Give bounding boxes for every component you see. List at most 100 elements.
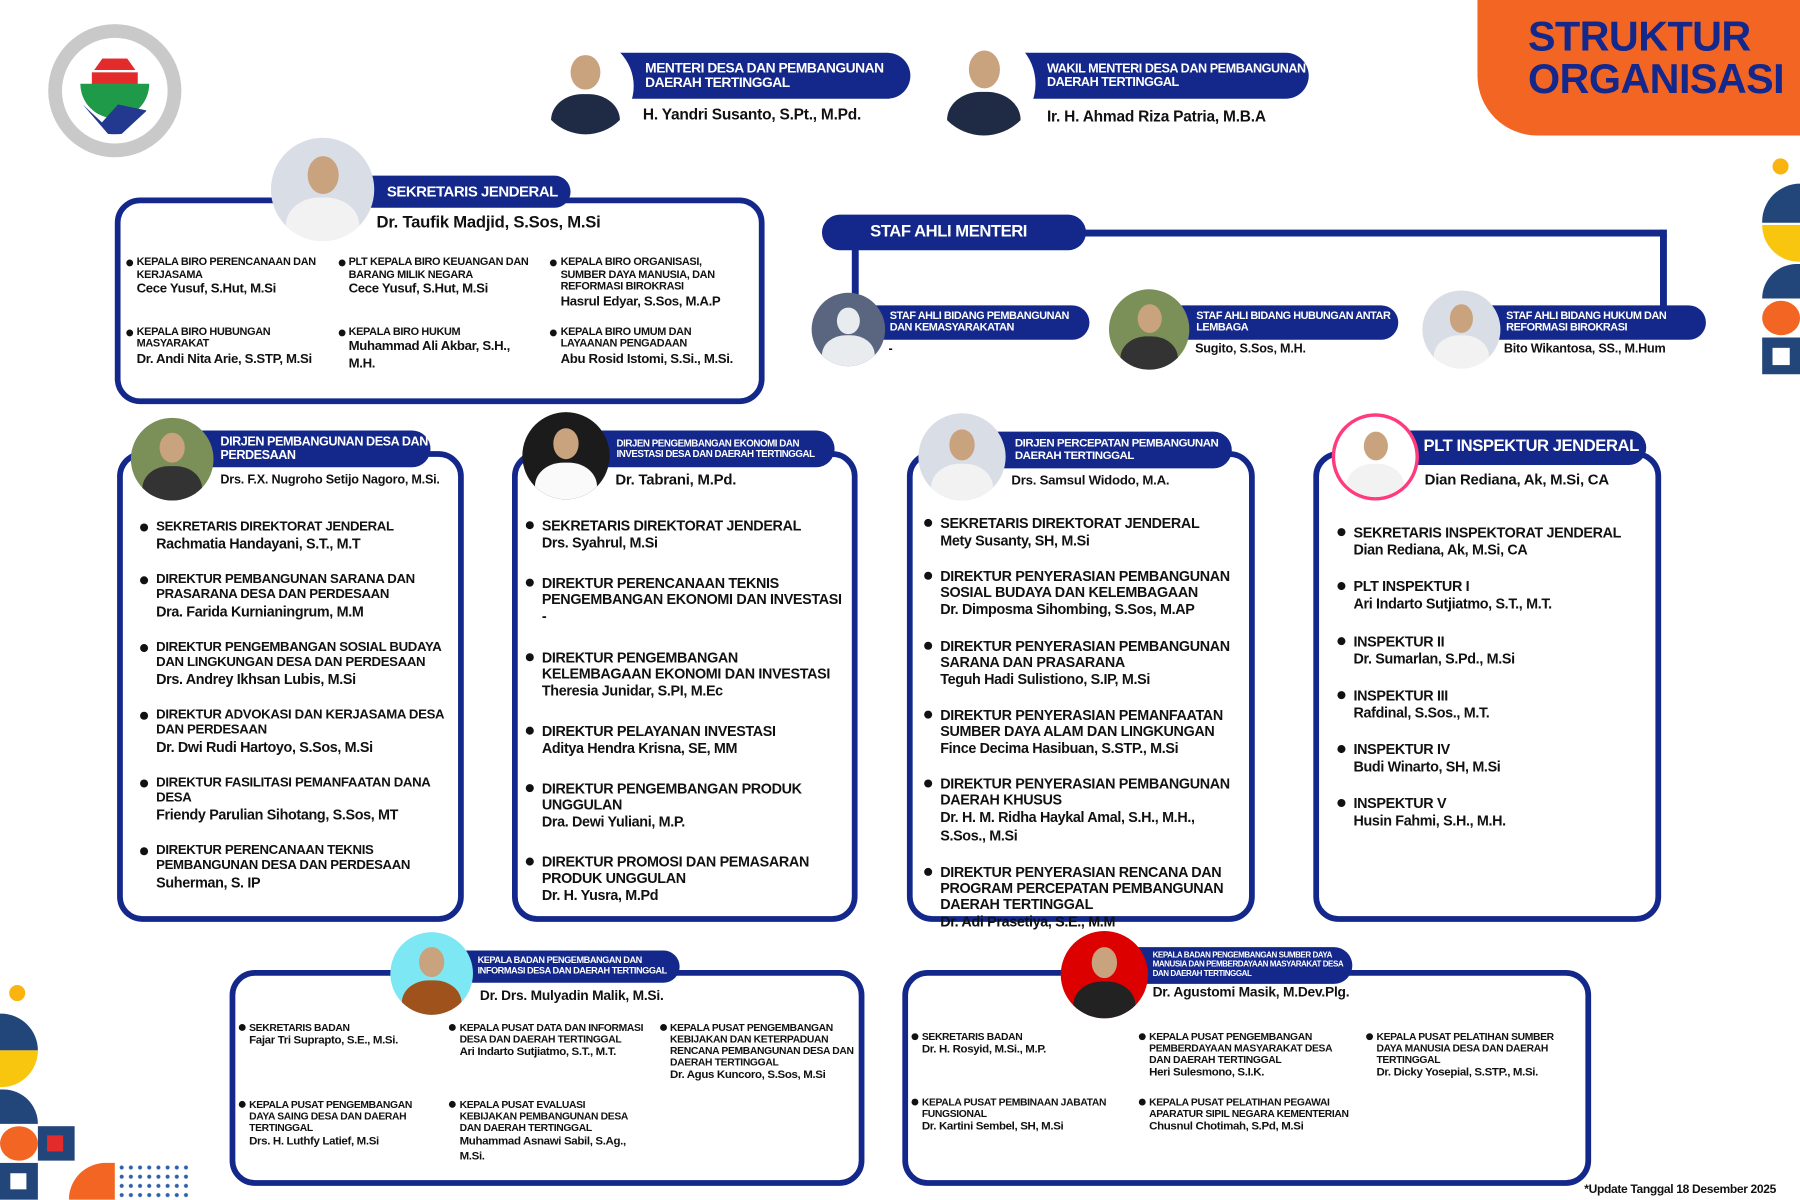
unit-title: Kepala Pusat Pembinaan Jabatan Fungsiona…	[921, 1096, 1107, 1120]
list-item: Sekretaris Direktorat JenderalMety Susan…	[922, 515, 1243, 550]
menteri-role-label: MENTERI DESA DAN PEMBANGUNAN DAERAH TERT…	[608, 52, 911, 99]
dirjen-ppdt-name: Drs. Samsul Widodo, M.A.	[1011, 474, 1170, 488]
staf-ahli-3-label: STAF AHLI BIDANG HUKUM DAN REFORMASI BIR…	[1480, 305, 1706, 340]
official-name: Husin Fahmi, S.H., M.H.	[1353, 813, 1506, 830]
unit-title: Direktur Penyerasian Rencana dan Program…	[940, 863, 1224, 913]
unit-title: Direktur Perencanaan Teknis Pembangunan …	[156, 843, 411, 873]
bullet-icon	[449, 1101, 457, 1109]
dirjen-ppdt-photo	[918, 413, 1006, 501]
official-name: Friendy Parulian Sihotang, S.Sos, MT	[156, 806, 399, 823]
unit-title: Sekretaris Badan	[249, 1021, 350, 1034]
bullet-icon	[140, 847, 149, 856]
badan-sdm-photo	[1060, 931, 1148, 1019]
badan-sdm-box	[902, 970, 1592, 1186]
list-item: Sekretaris Direktorat JenderalRachmatia …	[138, 520, 448, 553]
unit-title: Direktur Penyerasian Pembangunan Daerah …	[940, 776, 1230, 809]
official-name: Budi Winarto, SH, M.Si	[1353, 758, 1501, 775]
list-item: Direktur Pengembangan Kelembagaan Ekonom…	[523, 649, 844, 700]
unit-title: Direktur Pengembangan Produk Unggulan	[541, 780, 802, 813]
list-item: Sekretaris Direktorat JenderalDrs. Syahr…	[523, 518, 844, 553]
dirjen-ppdt-label: DIRJEN PERCEPATAN PEMBANGUNAN DAERAH TER…	[994, 431, 1232, 469]
bullet-icon	[924, 571, 933, 581]
bullet-icon	[924, 710, 933, 719]
official-name: Dr. H. Rosyid, M.Si., M.P.	[921, 1043, 1047, 1057]
irjen-units: Sekretaris Inspektorat JenderalDian Redi…	[1335, 525, 1645, 831]
official-name: Rafdinal, S.Sos., M.T.	[1353, 704, 1490, 721]
sekjen-name: Dr. Taufik Madjid, S.Sos, M.Si	[376, 213, 601, 232]
unit-title: Direktur Promosi dan Pemasaran Produk Un…	[541, 854, 809, 887]
list-item: Kepala Pusat Pelatihan Sumber Daya Manus…	[1366, 1031, 1577, 1081]
official-name: Teguh Hadi Sulistiono, S.IP, M.Si	[940, 671, 1150, 688]
unit-title: Inspektur III	[1353, 687, 1448, 704]
ministry-logo	[48, 24, 182, 158]
list-item: Direktur Pelayanan InvestasiAditya Hendr…	[523, 723, 844, 758]
bullet-icon	[238, 1101, 246, 1109]
bullet-icon	[924, 641, 933, 650]
unit-title: Kepala Pusat Evaluasi Kebijakan Pembangu…	[459, 1098, 628, 1134]
unit-title: PLT Inspektur I	[1353, 578, 1470, 595]
bullet-icon	[525, 578, 534, 587]
staf-ahli-3-photo	[1422, 290, 1501, 369]
bullet-icon	[525, 784, 534, 793]
badan-sdm-name: Dr. Agustomi Masik, M.Dev.Plg.	[1152, 983, 1350, 1000]
dirjen-pdp-role: DIRJEN PEMBANGUNAN DESA DAN PERDESAAN	[220, 434, 428, 463]
dirjen-pei-units: Sekretaris Direktorat JenderalDrs. Syahr…	[523, 518, 844, 905]
official-name: Dr. Dwi Rudi Hartoyo, S.Sos, M.Si	[156, 739, 373, 756]
update-footnote: *Update Tanggal 18 Desember 2025	[1584, 1182, 1776, 1197]
staf-ahli-1-photo	[811, 292, 886, 367]
decoration-right	[1762, 158, 1800, 376]
bullet-icon	[140, 644, 149, 653]
unit-title: Direktur Penyerasian Pemanfaatan Sumber …	[940, 706, 1223, 740]
official-name: Dr. Sumarlan, S.Pd., M.Si	[1353, 650, 1515, 667]
unit-title: Kepala Biro Hubungan Masyarakat	[136, 325, 271, 351]
unit-title: Direktur Pengembangan Kelembagaan Ekonom…	[541, 649, 831, 682]
bullet-icon	[525, 652, 534, 661]
staf-ahli-2-name: Sugito, S.Sos, M.H.	[1195, 342, 1306, 356]
official-name: Muhammad Asnawi Sabil, S.Ag., M.Si.	[459, 1134, 627, 1163]
list-item: Direktur Promosi dan Pemasaran Produk Un…	[523, 854, 844, 905]
official-name: Aditya Hendra Krisna, SE, MM	[541, 740, 738, 757]
official-name: Dra. Dewi Yuliani, M.P.	[541, 813, 685, 831]
unit-title: Kepala Biro Perencanaan dan Kerjasama	[136, 256, 316, 281]
official-name: Dr. Adi Prasetiya, S.E., M.M	[940, 913, 1116, 930]
unit-title: Kepala Biro Hukum	[348, 325, 461, 339]
badan-sdm-label: KEPALA BADAN PENGEMBANGAN SUMBER DAYA MA…	[1136, 947, 1353, 984]
dirjen-ppdt-role: DIRJEN PERCEPATAN PEMBANGUNAN DAERAH TER…	[1014, 437, 1219, 463]
list-item: Direktur Penyerasian Pembangunan Sarana …	[922, 638, 1243, 689]
unit-title: Direktur Perencanaan Teknis Pengembangan…	[541, 575, 842, 608]
unit-title: Direktur Penyerasian Pembangunan Sosial …	[940, 568, 1230, 601]
title-line-2: ORGANISASI	[1527, 55, 1785, 103]
badan-pidt-name: Dr. Drs. Mulyadin Malik, M.Si.	[479, 987, 664, 1004]
irjen-label: PLT INSPEKTUR JENDERAL	[1402, 430, 1647, 465]
bullet-icon	[924, 518, 933, 527]
bullet-icon	[126, 329, 134, 337]
irjen-role: PLT INSPEKTUR JENDERAL	[1423, 437, 1640, 456]
official-name: Cece Yusuf, S.Hut, M.Si	[348, 282, 489, 297]
list-item: Sekretaris BadanFajar Tri Suprapto, S.E.…	[238, 1021, 433, 1083]
official-name: Drs. Andrey Ikhsan Lubis, M.Si	[156, 671, 356, 688]
list-item: Direktur Fasilitasi Pemanfaatan Dana Des…	[138, 776, 448, 824]
sekjen-role: SEKRETARIS JENDERAL	[386, 182, 558, 200]
official-name: Suherman, S. IP	[156, 874, 261, 891]
badan-pidt-label: KEPALA BADAN PENGEMBANGAN DAN INFORMASI …	[456, 950, 680, 983]
staf-ahli-1-name: -	[888, 342, 893, 356]
official-name: Fince Decima Hasibuan, S.STP., M.Si	[940, 740, 1179, 757]
menteri-photo	[537, 37, 634, 135]
bullet-icon	[525, 857, 534, 866]
official-name: Ari Indarto Sutjiatmo, S.T., M.T.	[459, 1046, 617, 1059]
bullet-icon	[338, 329, 346, 337]
bullet-icon	[1138, 1098, 1146, 1106]
official-name: Fajar Tri Suprapto, S.E., M.Si.	[249, 1034, 398, 1048]
bullet-icon	[550, 329, 558, 337]
unit-title: Sekretaris Inspektorat Jenderal	[1353, 524, 1622, 541]
bullet-icon	[140, 779, 149, 788]
bullet-icon	[140, 711, 149, 720]
dirjen-pei-label: DIRJEN PENGEMBANGAN EKONOMI DAN INVESTAS…	[591, 430, 835, 468]
staf-ahli-3-role: STAF AHLI BIDANG HUKUM DAN REFORMASI BIR…	[1506, 309, 1667, 335]
